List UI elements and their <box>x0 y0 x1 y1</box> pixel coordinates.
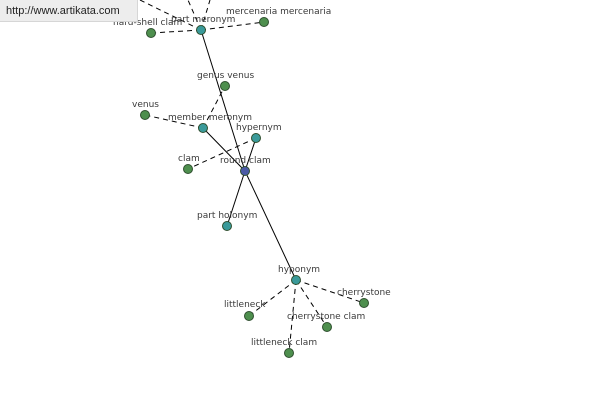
source-url[interactable]: http://www.artikata.com <box>0 0 138 22</box>
label-genus-venus: genus venus <box>197 71 254 81</box>
edge-center-hyponym <box>244 170 297 281</box>
edge-center-part-meronym <box>200 29 246 172</box>
label-hyponym: hyponym <box>278 265 320 275</box>
node-hypernym[interactable] <box>251 133 261 143</box>
node-genus-venus[interactable] <box>220 81 230 91</box>
label-part-meronym: part meronym <box>171 15 235 25</box>
edge-member-meronym-genus-venus <box>202 85 226 129</box>
node-mercenaria[interactable] <box>259 17 269 27</box>
edge-hyponym-littleneck <box>248 279 297 317</box>
edge-hypernym-clam <box>187 137 257 170</box>
label-hypernym: hypernym <box>236 123 282 133</box>
edge-part-meronym-offscreen-c <box>139 0 202 31</box>
edge-center-hypernym <box>244 137 257 172</box>
node-clam[interactable] <box>183 164 193 174</box>
node-venus[interactable] <box>140 110 150 120</box>
label-littleneck-clam: littleneck clam <box>251 338 317 348</box>
label-clam: clam <box>178 154 200 164</box>
edge-center-part-holonym <box>226 170 246 227</box>
node-part-holonym[interactable] <box>222 221 232 231</box>
edge-part-meronym-hard-shell-clam <box>150 29 202 34</box>
label-round-clam: round clam <box>220 156 271 166</box>
edge-hyponym-cherrystone <box>295 279 365 304</box>
edge-hyponym-littleneck-clam <box>288 279 297 354</box>
label-part-holonym: part holonym <box>197 211 257 221</box>
node-cherrystone-clam[interactable] <box>322 322 332 332</box>
label-cherrystone-clam: cherrystone clam <box>287 312 365 322</box>
label-mercenaria: mercenaria mercenaria <box>226 7 331 17</box>
edge-part-meronym-offscreen-a <box>187 0 202 31</box>
edge-member-meronym-venus <box>144 114 204 129</box>
edge-hyponym-cherrystone-clam <box>295 279 328 328</box>
label-littleneck: littleneck <box>224 300 266 310</box>
edge-part-meronym-mercenaria <box>200 21 265 31</box>
node-cherrystone[interactable] <box>359 298 369 308</box>
label-hard-shell-clam: hard-shell clam <box>113 18 182 28</box>
node-littleneck[interactable] <box>244 311 254 321</box>
node-member-meronym[interactable] <box>198 123 208 133</box>
node-hyponym[interactable] <box>291 275 301 285</box>
edge-center-member-meronym <box>202 127 246 172</box>
label-venus: venus <box>132 100 159 110</box>
node-littleneck-clam[interactable] <box>284 348 294 358</box>
label-member-meronym: member meronym <box>168 113 252 123</box>
label-cherrystone: cherrystone <box>337 288 391 298</box>
node-round-clam[interactable] <box>240 166 250 176</box>
node-part-meronym[interactable] <box>196 25 206 35</box>
node-hard-shell-clam[interactable] <box>146 28 156 38</box>
